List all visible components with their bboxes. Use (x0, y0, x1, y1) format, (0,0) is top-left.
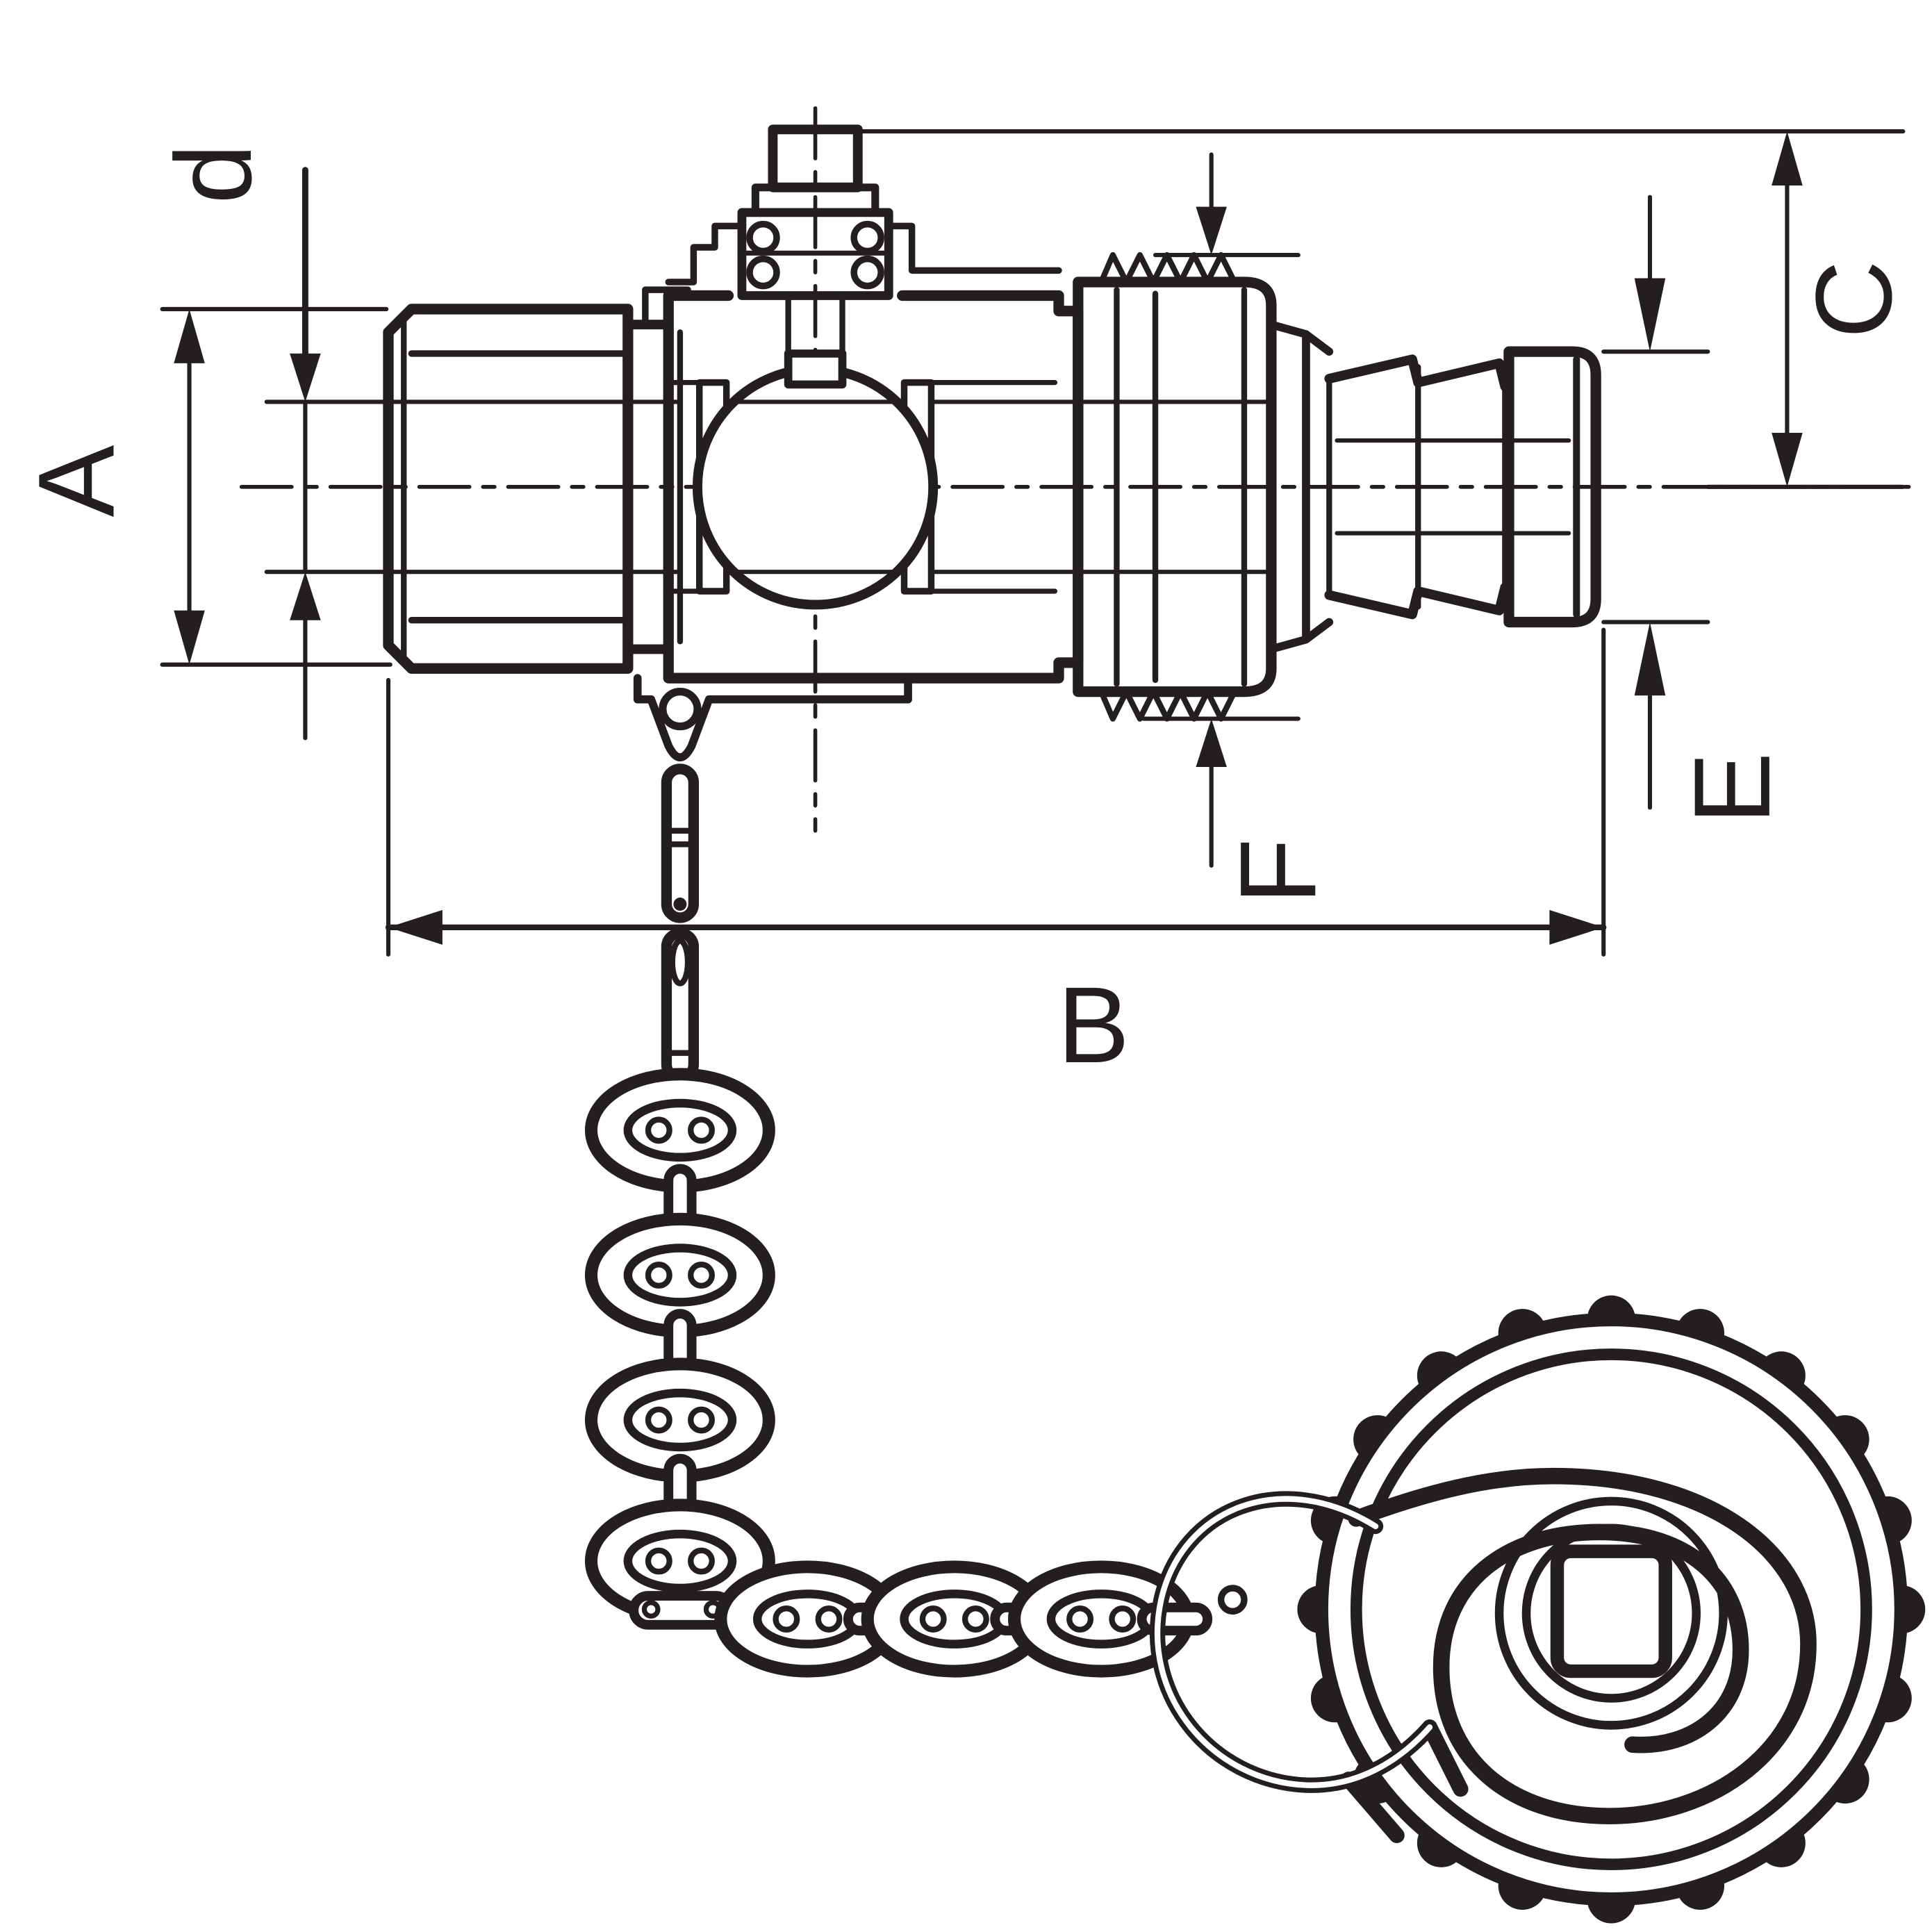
dim-F-label: F (1218, 839, 1339, 905)
chain-link-eye (641, 1600, 661, 1619)
hose-barb (1324, 346, 1601, 628)
dimension-C: C (1706, 131, 1915, 489)
dim-F-arrow-down (1196, 206, 1227, 256)
chain-link-band (666, 827, 695, 848)
protective-cap (1150, 1295, 1926, 1924)
o-ring (746, 255, 780, 290)
dim-C-arrow-down (1772, 432, 1803, 487)
dim-d-arrow-down (290, 353, 321, 402)
dim-B-ext-lines (386, 627, 1606, 957)
dimension-F: F (1141, 152, 1339, 905)
body-bore-lines (666, 380, 1058, 594)
cap-square-recess (1550, 1544, 1672, 1678)
valve-body (642, 286, 1084, 684)
ball (692, 349, 939, 610)
nut-washer (1267, 320, 1334, 654)
chain-ring (584, 1212, 775, 1338)
dim-d-arrow-up (290, 572, 321, 620)
spindle (665, 124, 1062, 363)
dimensions: A d C (17, 129, 1915, 1086)
ball-stem-slot (784, 349, 847, 389)
nut-inner-lines (1114, 286, 1248, 687)
chain-link-eye (669, 938, 691, 986)
dim-A-label: A (17, 445, 138, 517)
dim-F-ticks (1141, 253, 1301, 721)
drawing-root: A d C (17, 106, 1926, 1924)
o-ring (850, 255, 884, 290)
thread-outline (383, 304, 634, 674)
ball-bore-lines (732, 399, 899, 575)
male-thread (264, 304, 682, 674)
loop-wire-highlight (1155, 1496, 1433, 1788)
chain-link-pin (673, 898, 687, 911)
dim-B-arrow-left (388, 909, 443, 945)
dim-E-ticks (1601, 349, 1710, 625)
lug-hole (659, 688, 702, 731)
dimension-E: E (1601, 195, 1793, 825)
dimension-B: B (385, 627, 1607, 1086)
dim-F-arrow-up (1196, 718, 1227, 768)
dim-E-arrow-up (1634, 622, 1666, 696)
cap-inner-circle (1350, 1348, 1872, 1871)
bore-lines-left (264, 399, 682, 575)
bonnet-right-shoulder (885, 222, 1062, 274)
ball-circle (692, 364, 939, 610)
cap-ring-outer (1494, 1496, 1728, 1730)
nut-bore-lines (929, 399, 1270, 575)
chain-ring (1007, 1560, 1195, 1678)
body-step-bracket (642, 286, 691, 328)
dim-A-ticks (160, 306, 393, 667)
chain-lug (633, 674, 912, 761)
thread-root-lines (408, 350, 631, 624)
lug-outline (633, 674, 912, 761)
o-ring (746, 220, 780, 255)
body-outline (663, 290, 1084, 684)
dim-B-label: B (1057, 965, 1130, 1086)
dim-B-arrow-right (1549, 909, 1604, 945)
dim-E-arrow-down (1634, 278, 1666, 352)
cap-shackle-loop (1150, 1491, 1469, 1844)
barb-bore-lines (1335, 438, 1571, 536)
dim-A-arrow-up (174, 308, 205, 363)
stem-lines (785, 292, 845, 363)
union-nut (929, 251, 1334, 722)
dim-E-label: E (1672, 752, 1793, 825)
dimension-A: A (17, 306, 393, 667)
nut-outline (1073, 276, 1277, 697)
loop-wire-ends (1341, 1719, 1469, 1844)
dim-C-arrow-up (1772, 131, 1803, 185)
chain (584, 763, 1213, 1678)
barb-end-band (1503, 346, 1601, 628)
bonnet-left-shoulder (665, 222, 745, 286)
dim-C-label: C (1794, 261, 1915, 338)
o-ring (850, 220, 884, 255)
cap-spring-clip (1348, 1467, 1817, 1824)
dim-A-arrow-down (174, 610, 205, 665)
chain-ring (584, 1498, 775, 1624)
dim-d-label: d (154, 144, 274, 204)
cap-ring-inner (1521, 1524, 1701, 1703)
chain-ring (584, 1068, 775, 1193)
dimension-d: d (154, 144, 321, 741)
loop-pin (1217, 1585, 1248, 1615)
